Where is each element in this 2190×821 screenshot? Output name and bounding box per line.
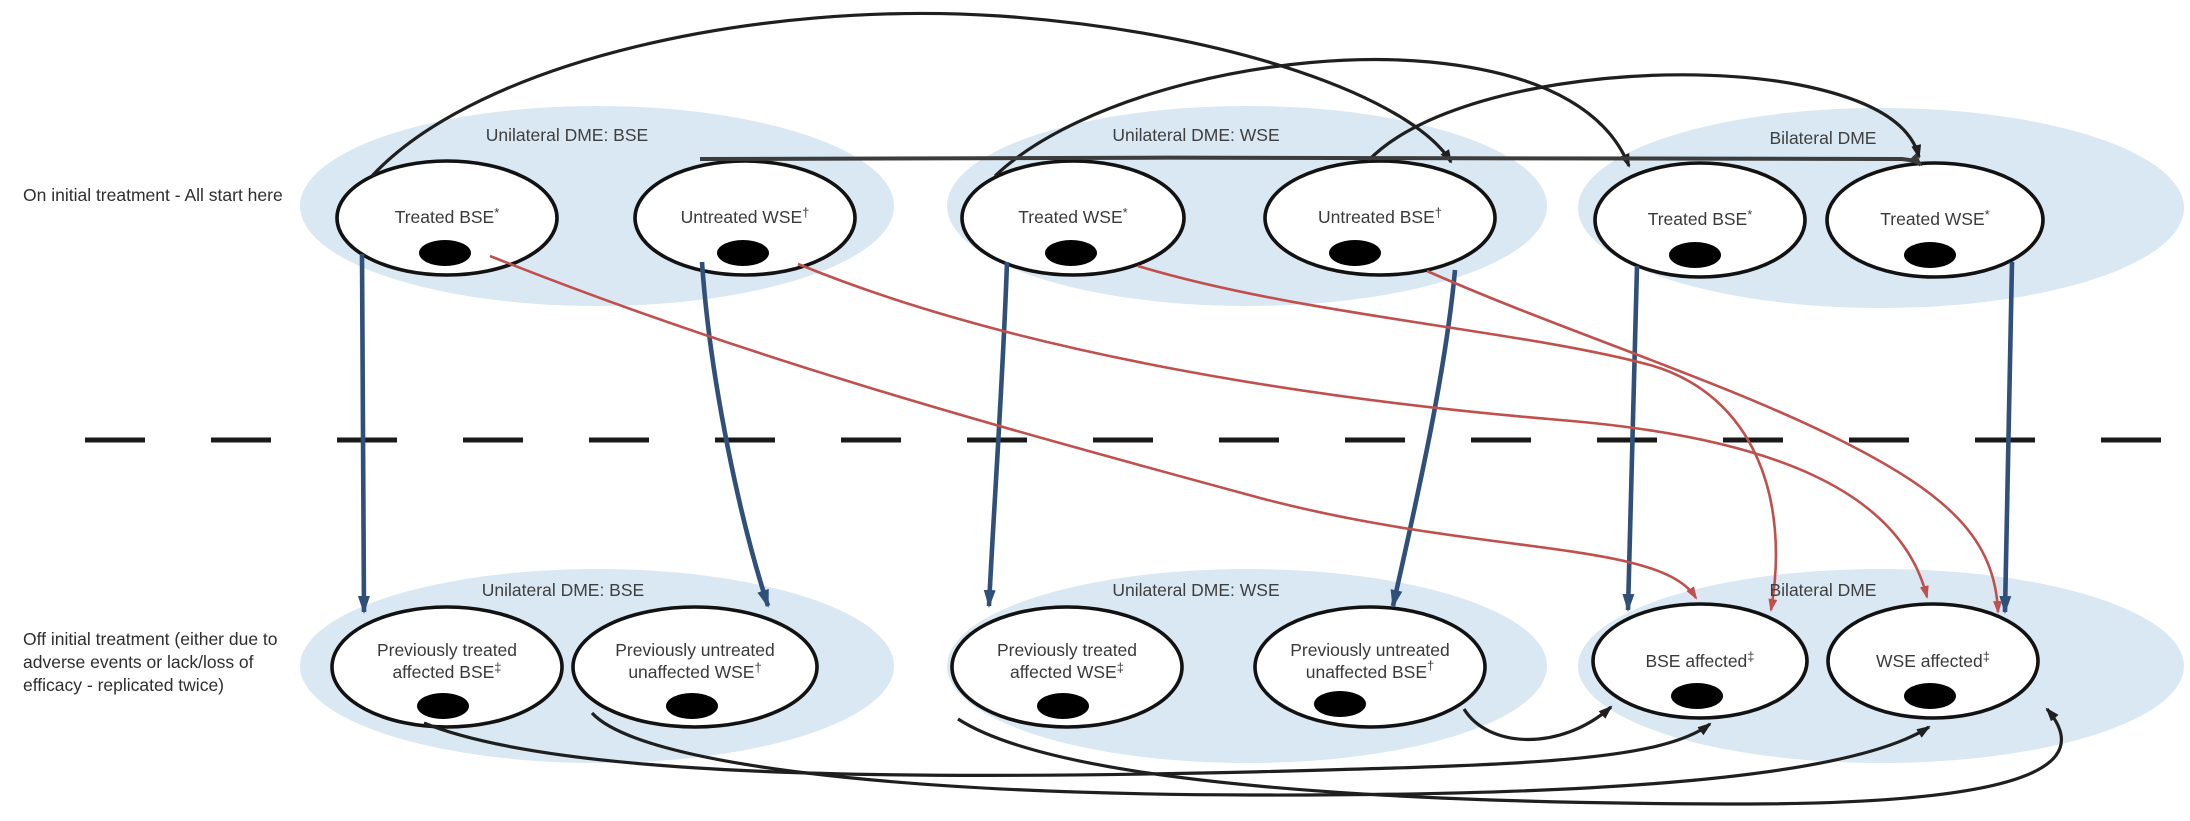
annotation-on-initial-treatment: On initial treatment - All start here [23,185,283,205]
node-top-treated-bse-uni [335,159,559,277]
label-prev-untreated-unaffected-bse-line1: Previously untreated [1290,640,1450,660]
eye-pupil-icon [1329,240,1381,266]
label-treated-wse-uni: Treated WSE* [1018,205,1127,227]
group-label-top-unilateral-wse: Unilateral DME: WSE [1112,125,1279,145]
label-prev-treated-affected-bse-line1: Previously treated [377,640,517,660]
group-label-top-unilateral-bse: Unilateral DME: BSE [486,125,648,145]
arrow-treated-bse-to-untreated-bse [370,11,1453,178]
arrow-stop-treatment-wse-bilat [1999,261,2015,614]
group-label-top-bilateral: Bilateral DME [1770,128,1877,148]
arrow-stop-treatment-bse-untreated [1390,269,1458,608]
arrow-stop-treatment-bse-uni [357,253,370,614]
arrow-untreated-wse-to-bilat-treated-wse [699,152,1923,167]
eye-pupil-icon [419,240,471,266]
node-bottom-prev-untreated-unaffected-wse [571,605,819,729]
arrow-prev-bse-unaffected-to-bse-affected [1462,705,1613,742]
group-label-bottom-unilateral-bse: Unilateral DME: BSE [482,580,644,600]
label-prev-treated-affected-wse-line1: Previously treated [997,640,1137,660]
label-treated-bse-bilat: Treated BSE* [1648,207,1753,229]
eye-pupil-icon [717,240,769,266]
eye-pupil-icon [1314,691,1366,717]
label-prev-untreated-unaffected-wse-line2: unaffected WSE† [628,660,761,682]
arrow-stop-treatment-wse-uni [983,261,1010,608]
arrow-red-untreated-bse-to-wse-affected [1426,269,2003,614]
node-bottom-bse-affected [1591,602,1809,720]
label-wse-affected: WSE affected‡ [1876,649,1990,671]
annotation-off-initial-treatment-line2: adverse events or lack/loss of [23,652,254,672]
group-label-bottom-bilateral: Bilateral DME [1770,580,1877,600]
label-prev-untreated-unaffected-bse-line2: unaffected BSE† [1306,658,1435,682]
eye-pupil-icon [1671,683,1723,709]
node-top-treated-wse-bilat [1825,161,2045,279]
label-prev-treated-affected-wse-line2: affected WSE‡ [1010,660,1124,682]
label-treated-wse-bilat: Treated WSE* [1880,207,1989,229]
eye-pupil-icon [1669,242,1721,268]
arrow-untreated-bse-to-bilat-treated-wse [1366,73,1922,163]
node-bottom-prev-treated-affected-bse [330,605,564,729]
node-bottom-prev-treated-affected-wse [950,605,1184,729]
eye-pupil-icon [1904,242,1956,268]
annotation-off-initial-treatment-line3: efficacy - replicated twice) [23,675,224,695]
label-prev-untreated-unaffected-wse-line1: Previously untreated [615,640,775,660]
node-top-untreated-bse-uni [1263,159,1497,277]
node-bottom-wse-affected [1826,602,2040,720]
eye-pupil-icon [1045,240,1097,266]
label-untreated-bse-uni: Untreated BSE† [1318,205,1442,227]
node-top-untreated-wse-uni [633,159,857,277]
eye-pupil-icon [1037,693,1089,719]
node-top-treated-bse-bilat [1593,161,1807,279]
node-bottom-prev-untreated-unaffected-bse [1253,605,1487,729]
label-prev-treated-affected-bse-line2: affected BSE‡ [392,660,501,682]
eye-pupil-icon [1904,683,1956,709]
node-top-treated-wse-uni [960,159,1186,277]
label-bse-affected: BSE affected‡ [1645,649,1754,671]
arrow-treated-wse-to-bilat-treated-bse [993,58,1631,178]
annotation-off-initial-treatment-line1: Off initial treatment (either due to [23,629,278,649]
arrow-red-untreated-wse-to-wse-affected [797,262,1929,599]
arrow-stop-treatment-bse-bilat [1622,265,1640,612]
arrow-stop-treatment-wse-untreated [699,261,771,608]
label-treated-bse-uni: Treated BSE* [395,205,500,227]
group-label-bottom-unilateral-wse: Unilateral DME: WSE [1112,580,1279,600]
arrow-prev-wse-affected-to-wse-affected [957,707,2064,806]
label-untreated-wse-uni: Untreated WSE† [681,205,810,227]
eye-pupil-icon [417,693,469,719]
arrow-prev-wse-unaffected-to-wse-affected [590,711,1931,797]
arrow-red-treated-bse-to-bse-affected [489,254,1698,600]
arrow-red-treated-wse-to-bse-affected [1137,264,1778,612]
eye-pupil-icon [666,693,718,719]
